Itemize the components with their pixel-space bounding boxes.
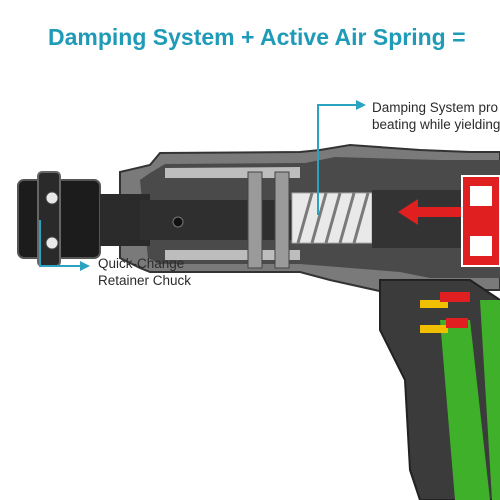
valve-inner-bottom [470,236,492,256]
air-flow-arrow [398,199,470,225]
callout-chuck-line2: Retainer Chuck [98,273,192,288]
grip-channel [440,320,490,500]
leader-line-chuck [39,220,86,267]
chuck-ball-bottom [45,236,59,250]
grip-channel-right [480,300,500,500]
page-title: Damping System + Active Air Spring = [48,24,466,50]
damping-spring-coils [296,192,370,244]
callout-damping-line1: Damping System pro [372,100,499,115]
bushing-left [247,171,263,269]
housing-lower-band [165,250,300,260]
chuck-collar [37,171,61,267]
piston-shaft [140,200,300,240]
trigger-yellow [420,300,448,308]
trigger-red [440,292,470,302]
callout-damping-line2: beating while yielding [372,117,500,132]
callout-damping-system: Damping System pro beating while yieldin… [372,99,500,133]
callout-chuck-line1: Quick-Change [98,256,185,271]
trigger-yellow-lower [420,325,448,333]
callout-retainer-chuck: Quick-Change Retainer Chuck [98,255,191,289]
leader-arrowhead-chuck [80,261,90,271]
leader-line-damping [317,104,360,215]
housing-upper-band [165,167,300,178]
bushing-right [274,171,290,269]
chuck-ball-top [45,191,59,205]
valve-inner-top [470,186,492,206]
trigger-red-lower [446,318,468,328]
leader-arrowhead-damping [356,100,366,110]
shaft-pin [172,216,184,228]
